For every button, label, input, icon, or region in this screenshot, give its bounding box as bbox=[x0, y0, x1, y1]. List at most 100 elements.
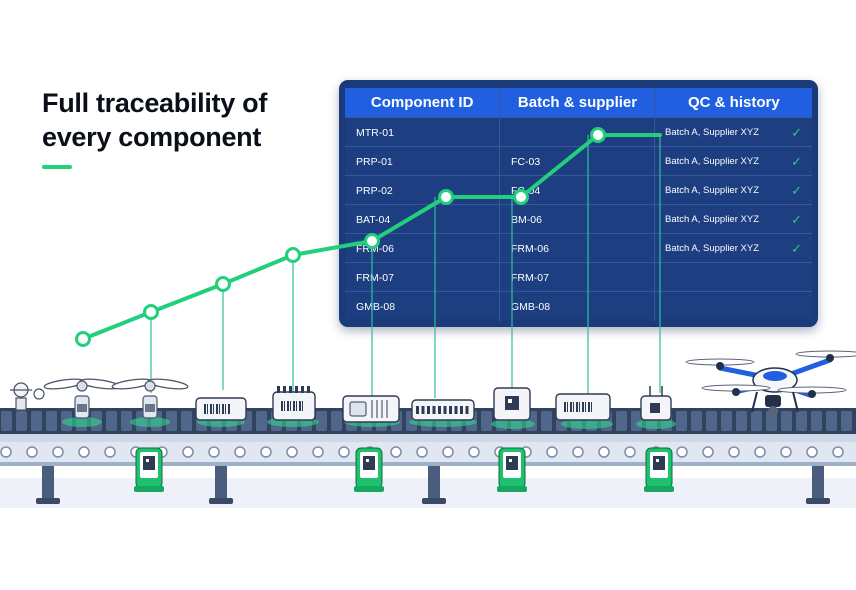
barcode-bar bbox=[567, 402, 568, 412]
component-body bbox=[195, 397, 247, 421]
barcode-bar bbox=[222, 404, 224, 414]
roller bbox=[468, 446, 480, 458]
trace-node bbox=[215, 276, 231, 292]
conveyor-foot bbox=[209, 498, 233, 504]
header-batch-supplier: Batch & supplier bbox=[500, 88, 656, 117]
qc-text: Batch A, Supplier XYZ bbox=[665, 127, 759, 138]
belt-slat bbox=[256, 411, 267, 431]
chip-pin bbox=[427, 406, 430, 414]
roller bbox=[598, 446, 610, 458]
barcode-bar bbox=[570, 402, 572, 412]
qc-text: Batch A, Supplier XYZ bbox=[665, 185, 759, 196]
propeller-hub bbox=[144, 380, 156, 392]
cell-component-id: PRP-01 bbox=[345, 147, 500, 176]
cell-component-id: BAT-04 bbox=[345, 205, 500, 234]
belt-slat bbox=[721, 411, 732, 431]
check-icon: ✓ bbox=[791, 240, 802, 256]
header-component-id: Component ID bbox=[345, 88, 501, 117]
roller bbox=[78, 446, 90, 458]
scanner-base bbox=[134, 486, 164, 492]
barcode-bar bbox=[576, 402, 578, 412]
check-icon: ✓ bbox=[791, 153, 802, 169]
chip-pin bbox=[443, 406, 447, 414]
drone-camera bbox=[765, 395, 781, 407]
belt-slat bbox=[106, 411, 117, 431]
barcode-bar bbox=[284, 401, 285, 411]
trace-node bbox=[438, 189, 454, 205]
propeller-icon bbox=[111, 378, 189, 419]
conveyor-bottom-rail bbox=[0, 462, 856, 466]
belt-slat bbox=[751, 411, 762, 431]
roller bbox=[416, 446, 428, 458]
check-icon: ✓ bbox=[791, 211, 802, 227]
roller bbox=[338, 446, 350, 458]
barcode-bar bbox=[588, 402, 590, 412]
scanner-qr bbox=[363, 456, 375, 470]
conveyor-foot bbox=[36, 498, 60, 504]
roller bbox=[104, 446, 116, 458]
scanner-qr bbox=[653, 456, 665, 470]
check-icon: ✓ bbox=[791, 124, 802, 140]
qr-tag bbox=[145, 404, 155, 412]
qr-dot bbox=[146, 459, 149, 462]
cell-batch-supplier: FRM-07 bbox=[500, 263, 655, 292]
roller bbox=[676, 446, 688, 458]
barcode-bar bbox=[296, 401, 297, 411]
barcode-bar bbox=[204, 404, 206, 414]
roller bbox=[780, 446, 792, 458]
roller bbox=[702, 446, 714, 458]
trace-node bbox=[75, 331, 91, 347]
scan-glow bbox=[491, 419, 535, 429]
scanner-base bbox=[497, 486, 527, 492]
roller bbox=[572, 446, 584, 458]
scanner-qr bbox=[506, 456, 518, 470]
belt-slat bbox=[841, 411, 852, 431]
antenna-module-icon bbox=[640, 386, 672, 421]
belt-slat bbox=[676, 411, 687, 431]
belt-slat bbox=[736, 411, 747, 431]
roller bbox=[728, 446, 740, 458]
roller bbox=[234, 446, 246, 458]
belt-slat bbox=[331, 411, 342, 431]
rotor-motor bbox=[716, 362, 724, 370]
barcode-bar bbox=[216, 404, 218, 414]
conveyor-leg bbox=[42, 464, 54, 502]
scan-glow bbox=[561, 419, 613, 429]
barcode-bar bbox=[582, 402, 584, 412]
belt-slat bbox=[781, 411, 792, 431]
barcode-bar bbox=[293, 401, 295, 411]
cell-qc-history: Batch A, Supplier XYZ✓ bbox=[655, 205, 812, 234]
belt-slat bbox=[31, 411, 42, 431]
battery-module-icon bbox=[195, 397, 247, 421]
roller bbox=[26, 446, 38, 458]
connector-pin bbox=[289, 386, 292, 393]
qr-dot bbox=[508, 399, 512, 403]
qc-text: Batch A, Supplier XYZ bbox=[665, 243, 759, 254]
trace-node bbox=[590, 127, 606, 143]
belt-slat bbox=[541, 411, 552, 431]
component-body bbox=[411, 399, 475, 421]
roller bbox=[546, 446, 558, 458]
chip-pin bbox=[432, 406, 436, 414]
roller bbox=[0, 446, 12, 458]
connector-pin bbox=[283, 386, 286, 393]
check-icon: ✓ bbox=[791, 182, 802, 198]
barcode-bar bbox=[591, 402, 592, 412]
connector-pin bbox=[301, 386, 304, 393]
roller bbox=[442, 446, 454, 458]
circuit-board-icon bbox=[272, 386, 316, 421]
traceability-table: Component ID Batch & supplier QC & histo… bbox=[345, 88, 812, 321]
connector-pin bbox=[307, 386, 310, 393]
barcode-bar bbox=[287, 401, 289, 411]
belt-slat bbox=[181, 411, 192, 431]
barcode-bar bbox=[564, 402, 566, 412]
qr-scanner-icon bbox=[134, 447, 164, 492]
qr-dot bbox=[656, 459, 659, 462]
cell-component-id: PRP-02 bbox=[345, 176, 500, 205]
flight-controller-icon bbox=[411, 399, 475, 421]
barcode-bar bbox=[210, 404, 212, 414]
